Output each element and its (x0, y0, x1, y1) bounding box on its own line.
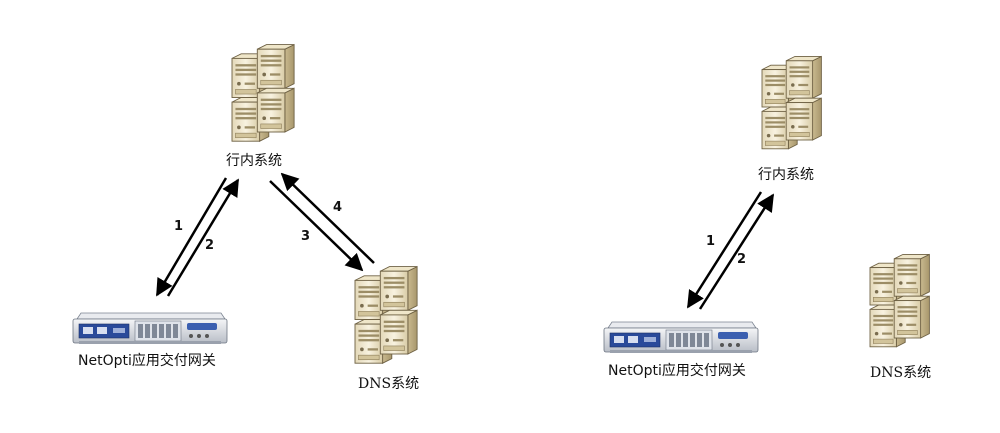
right-arrow-label-1: 1 (706, 234, 716, 249)
network-appliance-icon (72, 312, 228, 345)
arrow-4-line (280, 172, 375, 264)
network-appliance-icon (603, 321, 759, 354)
arrow-1-line (155, 177, 228, 297)
left-arrow-label-2: 2 (205, 238, 215, 253)
left-gateway-label: NetOpti应用交付网关 (78, 353, 216, 369)
arrow-1-line (686, 191, 763, 309)
right-dns-label: DNS系统 (870, 365, 932, 381)
left-arrow-label-4: 4 (333, 200, 343, 215)
left-server-label: 行内系统 (226, 153, 282, 169)
left-panel (72, 45, 417, 364)
right-server-label: 行内系统 (758, 167, 814, 183)
left-arrow-label-1: 1 (174, 219, 184, 234)
arrow-2-line (698, 193, 775, 310)
left-dns-label: DNS系统 (358, 376, 420, 392)
dns-server-icon (870, 254, 929, 346)
right-gateway-label: NetOpti应用交付网关 (608, 363, 746, 379)
dns-server-icon (355, 267, 417, 364)
arrow-3-line (269, 180, 364, 272)
server-stack-icon (762, 56, 821, 148)
left-arrow-label-3: 3 (301, 229, 311, 244)
server-stack-icon (232, 45, 294, 142)
right-arrow-label-2: 2 (737, 252, 747, 267)
right-panel (603, 56, 929, 354)
arrow-2-line (166, 178, 240, 297)
